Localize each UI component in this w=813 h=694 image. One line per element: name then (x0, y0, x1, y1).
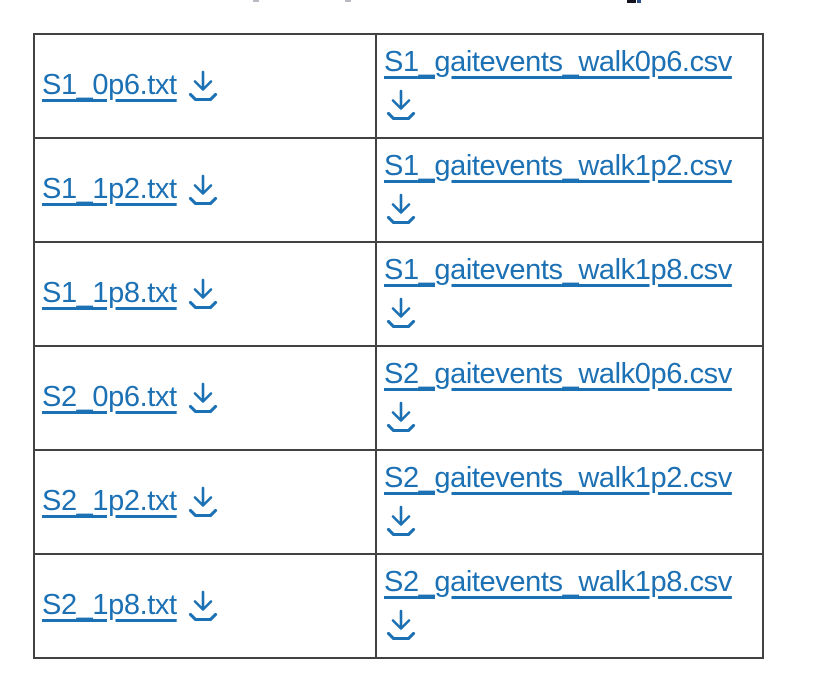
table-cell-csv: S1_gaitevents_walk1p2.csv (375, 137, 764, 243)
csv-file-name: S1_gaitevents_walk0p6.csv (384, 45, 732, 78)
txt-file-name: S1_1p2.txt (42, 173, 177, 205)
txt-download-link[interactable]: S2_1p2.txt (42, 485, 218, 518)
download-icon (386, 192, 416, 224)
download-icon (188, 278, 217, 310)
table-row: S1_1p8.txt S1_gaitevents_walk1p8.csv (33, 241, 764, 347)
txt-download-link[interactable]: S2_0p6.txt (42, 381, 218, 414)
table-cell-csv: S2_gaitevents_walk0p6.csv (375, 345, 764, 451)
table-row: S2_1p2.txt S2_gaitevents_walk1p2.csv (33, 449, 764, 555)
clipped-text-fragment (253, 0, 259, 2)
table-cell-txt: S1_1p8.txt (33, 241, 377, 347)
csv-file-name: S2_gaitevents_walk1p8.csv (384, 565, 732, 598)
downloads-table: S1_0p6.txt S1_gaitevents_walk0p6.csv S1_… (33, 33, 764, 659)
table-cell-txt: S1_1p2.txt (33, 137, 377, 243)
table-cell-txt: S1_0p6.txt (33, 33, 377, 139)
txt-file-name: S2_0p6.txt (42, 381, 177, 413)
download-icon (386, 296, 416, 328)
csv-download-link[interactable]: S2_gaitevents_walk1p2.csv (384, 462, 732, 538)
download-icon (386, 608, 416, 640)
table-cell-txt: S2_1p8.txt (33, 553, 377, 659)
csv-file-name: S1_gaitevents_walk1p8.csv (384, 253, 732, 286)
download-icon (386, 504, 416, 536)
download-icon (188, 590, 217, 622)
txt-download-link[interactable]: S2_1p8.txt (42, 589, 218, 622)
txt-download-link[interactable]: S1_1p2.txt (42, 173, 218, 206)
txt-file-name: S1_0p6.txt (42, 69, 177, 101)
download-icon (188, 486, 217, 518)
download-icon (386, 88, 416, 120)
csv-download-link[interactable]: S1_gaitevents_walk0p6.csv (384, 46, 732, 122)
download-icon (188, 174, 217, 206)
table-cell-csv: S1_gaitevents_walk0p6.csv (375, 33, 764, 139)
csv-file-name: S2_gaitevents_walk1p2.csv (384, 461, 732, 494)
clipped-text-fragment (627, 0, 636, 3)
table-cell-txt: S2_0p6.txt (33, 345, 377, 451)
download-icon (386, 400, 416, 432)
download-icon (188, 382, 217, 414)
txt-file-name: S2_1p8.txt (42, 589, 177, 621)
clipped-text-fragment (345, 0, 351, 2)
table-cell-csv: S1_gaitevents_walk1p8.csv (375, 241, 764, 347)
csv-download-link[interactable]: S2_gaitevents_walk1p8.csv (384, 566, 732, 642)
txt-download-link[interactable]: S1_1p8.txt (42, 277, 218, 310)
csv-download-link[interactable]: S1_gaitevents_walk1p2.csv (384, 150, 732, 226)
table-cell-txt: S2_1p2.txt (33, 449, 377, 555)
csv-download-link[interactable]: S2_gaitevents_walk0p6.csv (384, 358, 732, 434)
txt-download-link[interactable]: S1_0p6.txt (42, 69, 218, 102)
csv-file-name: S1_gaitevents_walk1p2.csv (384, 149, 732, 182)
csv-file-name: S2_gaitevents_walk0p6.csv (384, 357, 732, 390)
table-row: S2_1p8.txt S2_gaitevents_walk1p8.csv (33, 553, 764, 659)
table-cell-csv: S2_gaitevents_walk1p2.csv (375, 449, 764, 555)
table-row: S2_0p6.txt S2_gaitevents_walk0p6.csv (33, 345, 764, 451)
download-icon (188, 70, 217, 102)
txt-file-name: S1_1p8.txt (42, 277, 177, 309)
table-row: S1_0p6.txt S1_gaitevents_walk0p6.csv (33, 33, 764, 139)
clipped-text-fragment (637, 0, 641, 3)
table-row: S1_1p2.txt S1_gaitevents_walk1p2.csv (33, 137, 764, 243)
csv-download-link[interactable]: S1_gaitevents_walk1p8.csv (384, 254, 732, 330)
txt-file-name: S2_1p2.txt (42, 485, 177, 517)
table-cell-csv: S2_gaitevents_walk1p8.csv (375, 553, 764, 659)
